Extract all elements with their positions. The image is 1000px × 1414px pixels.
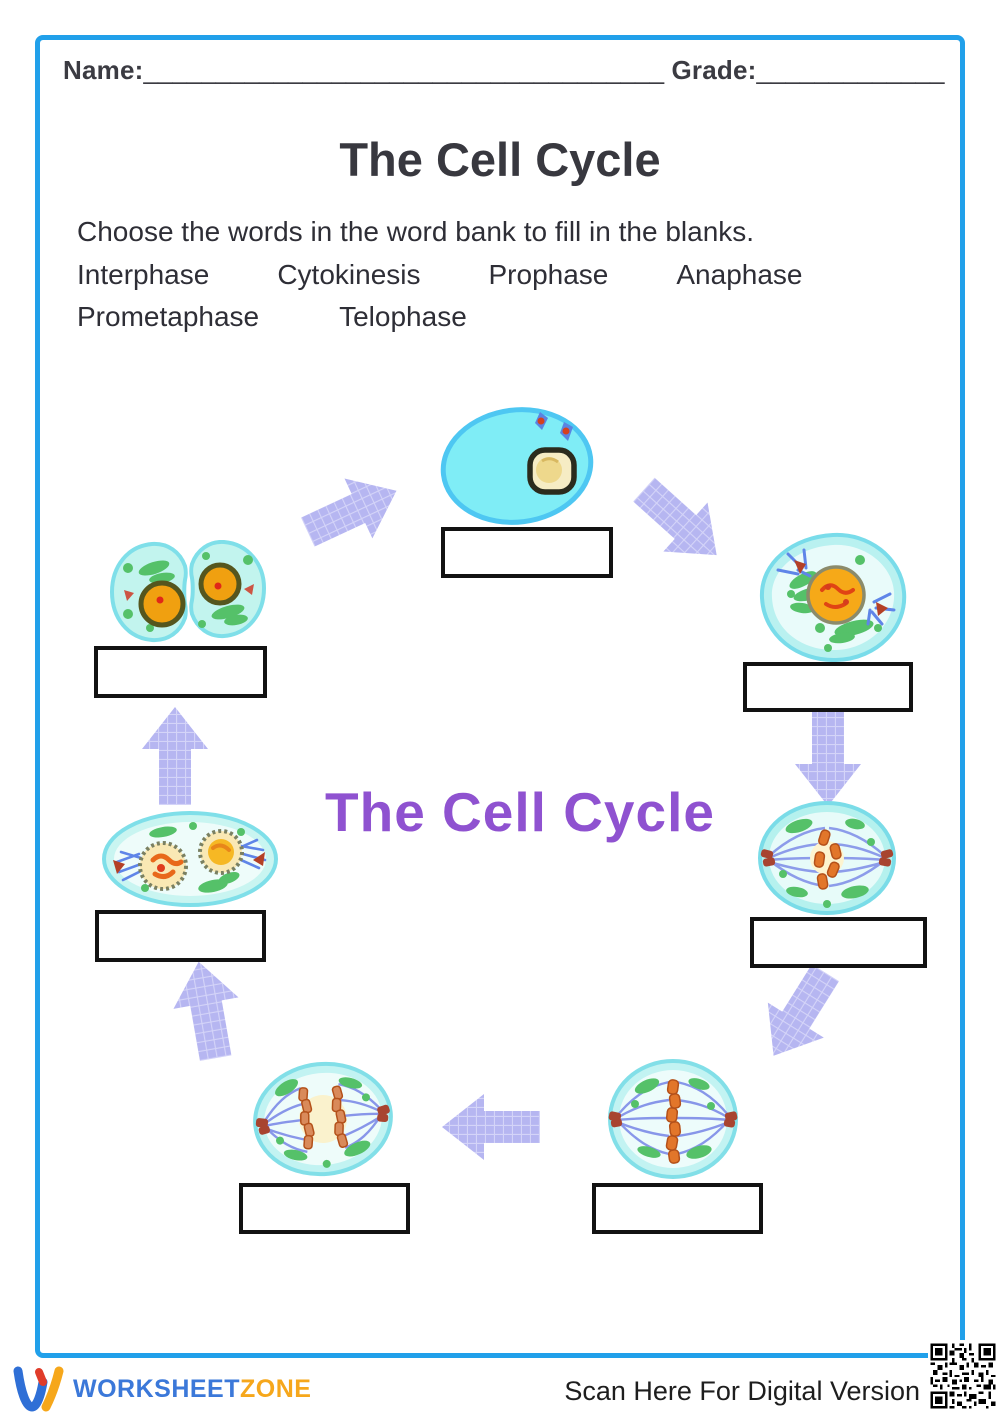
logo-zone-text: ZONE — [240, 1374, 312, 1403]
worksheetzone-logo: WORKSHEETZONE — [13, 1366, 311, 1412]
answer-box-prophase[interactable] — [743, 662, 913, 712]
centriole-marks — [535, 412, 573, 441]
prophase-cell-illustration — [759, 532, 907, 662]
name-blank[interactable]: ____________________________________ — [143, 55, 665, 85]
answer-box-anaphase[interactable] — [239, 1183, 410, 1234]
instructions-text: Choose the words in the word bank to fil… — [77, 216, 755, 247]
page-title: The Cell Cycle — [339, 133, 661, 186]
qr-code — [928, 1340, 998, 1412]
word-prometaphase: Prometaphase — [77, 301, 260, 332]
word-cytokinesis: Cytokinesis — [277, 259, 421, 290]
word-interphase: Interphase — [77, 259, 210, 290]
word-bank-row-2: Prometaphase Telophase — [77, 301, 467, 333]
answer-box-interphase[interactable] — [441, 527, 613, 578]
grade-label: Grade: — [671, 55, 757, 85]
worksheetzone-logo-icon — [13, 1366, 64, 1412]
word-bank-row-1: Interphase Cytokinesis Prophase Anaphase — [77, 259, 802, 291]
logo-worksheet-text: WORKSHEET — [73, 1374, 240, 1403]
answer-box-cytokinesis[interactable] — [94, 646, 267, 698]
prometaphase-cell-illustration — [758, 801, 896, 915]
word-anaphase: Anaphase — [676, 259, 803, 290]
arrow-to-prometaphase-icon — [795, 708, 861, 806]
word-prophase: Prophase — [488, 259, 609, 290]
anaphase-cell-illustration — [253, 1061, 393, 1177]
telophase-cell-illustration — [102, 811, 278, 907]
word-telophase: Telophase — [339, 301, 467, 332]
scan-here-text: Scan Here For Digital Version — [564, 1376, 920, 1406]
diagram-center-title: The Cell Cycle — [325, 781, 715, 843]
cytokinesis-cell-illustration — [110, 540, 267, 643]
name-grade-line: Name:___________________________________… — [63, 55, 945, 86]
arrow-to-anaphase-icon — [442, 1094, 540, 1160]
grade-blank[interactable]: _____________ — [756, 55, 945, 85]
page-border — [35, 35, 965, 1358]
name-label: Name: — [63, 55, 144, 85]
answer-box-prometaphase[interactable] — [750, 917, 927, 968]
answer-box-metaphase[interactable] — [592, 1183, 763, 1234]
interphase-cell-illustration — [440, 407, 594, 525]
answer-box-telophase[interactable] — [95, 910, 266, 962]
metaphase-cell-illustration — [608, 1059, 738, 1179]
arrow-to-cytokinesis-icon — [142, 707, 208, 805]
